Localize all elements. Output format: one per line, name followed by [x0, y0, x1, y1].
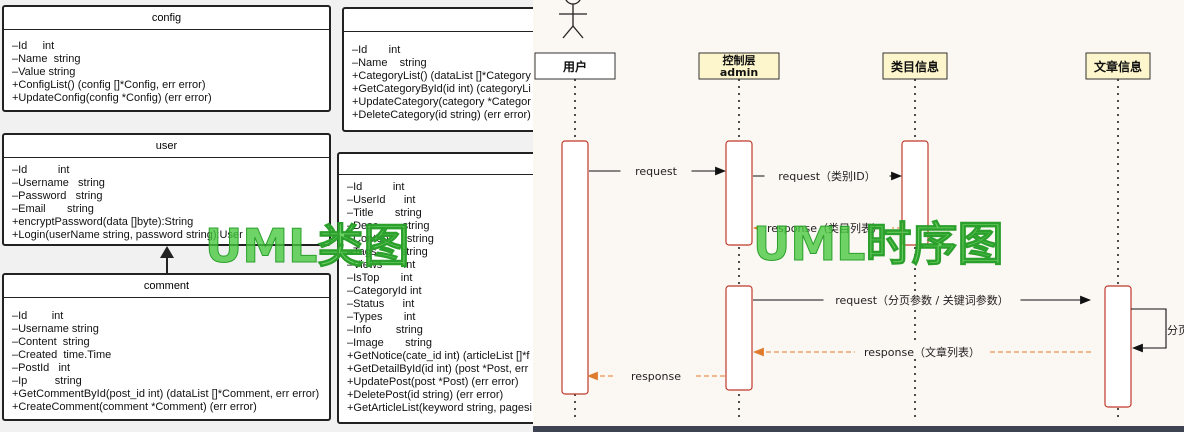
activation-bar	[561, 140, 589, 395]
message-label: response	[631, 370, 681, 383]
class-article: –Id int –UserId int –Title string –Desc …	[337, 152, 533, 424]
activation-bar	[901, 140, 929, 246]
actor-head	[565, 0, 581, 5]
message-label: request（分页参数 / 关键词参数）	[835, 293, 1009, 307]
activation-bar	[1104, 285, 1132, 408]
class-title: config	[4, 7, 329, 30]
class-members: –Id int –Username string –Password strin…	[12, 164, 243, 241]
class-diagram-panel: config –Id int –Name string –Value strin…	[0, 0, 533, 432]
activation-bar	[725, 140, 753, 246]
class-members: –Id int –Name string –Value string +Conf…	[12, 40, 212, 104]
class-members: –Id int –Name string +CategoryList() (da…	[352, 44, 531, 121]
stick-figure-icon	[559, 0, 587, 39]
actor-leg-right	[572, 25, 584, 39]
class-category: –Id int –Name string +CategoryList() (da…	[342, 7, 533, 132]
participant-label: admin	[720, 66, 758, 79]
activation-bar	[725, 285, 753, 391]
class-comment: comment –Id int –Username string –Conten…	[2, 273, 331, 421]
sequence-diagram-watermark: UML时序图	[752, 217, 1004, 272]
message-label-bg	[764, 167, 890, 181]
participant-rect	[1085, 52, 1151, 80]
class-title	[344, 9, 533, 32]
class-user: user –Id int –Username string –Password …	[2, 133, 331, 246]
participant-rect	[882, 52, 948, 80]
actor-leg-left	[562, 25, 574, 39]
participant-box: 文章信息	[1085, 52, 1151, 80]
message-label: response（类目列表）	[767, 221, 883, 235]
message-label-bg	[620, 162, 692, 176]
message-label: 分页	[1167, 324, 1184, 337]
message-label-bg	[823, 291, 1021, 305]
participant-box: 类目信息	[882, 52, 948, 80]
class-title: comment	[4, 275, 329, 298]
class-config: config –Id int –Name string –Value strin…	[2, 5, 331, 112]
participant-label: 用户	[562, 59, 587, 74]
inheritance-arrowhead	[160, 246, 174, 258]
class-title: user	[4, 135, 329, 158]
class-title	[339, 154, 533, 175]
window-bottom-bar	[533, 426, 1184, 432]
participant-label: 控制层	[723, 53, 756, 67]
participant-label: 文章信息	[1094, 59, 1142, 74]
message-label-bg	[855, 343, 989, 357]
message-label: response（文章列表）	[864, 345, 980, 359]
self-message-arrow	[1131, 308, 1167, 353]
message-label-bg	[758, 219, 892, 233]
participant-label: 类目信息	[891, 59, 939, 74]
message-label: request	[635, 165, 678, 178]
message-label: request（类别ID）	[778, 169, 876, 183]
class-diagram-watermark: UML类图	[204, 219, 410, 274]
participant-box: 用户	[534, 52, 616, 80]
class-members: –Id int –UserId int –Title string –Desc …	[347, 181, 532, 414]
inheritance-line	[166, 256, 168, 274]
message-label-bg	[616, 367, 696, 381]
class-members: –Id int –Username string –Content string…	[12, 310, 320, 413]
